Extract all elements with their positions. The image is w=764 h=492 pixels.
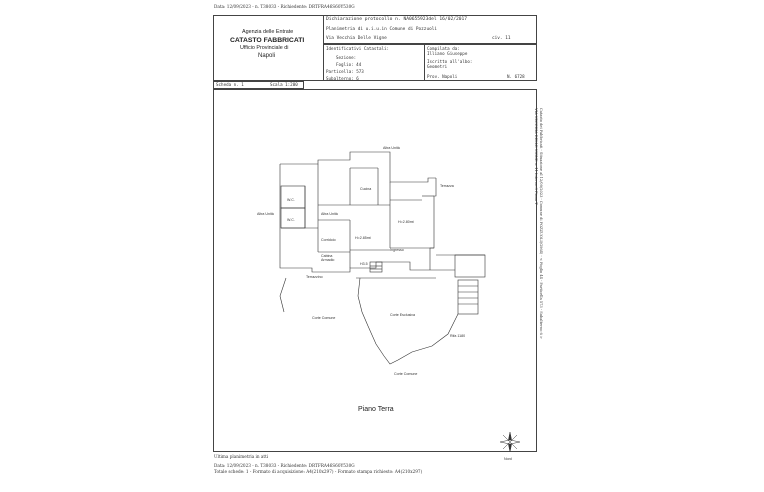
label-corridoio: Corridoio — [321, 238, 336, 242]
register-value: Geometri — [427, 64, 448, 69]
label-height-3: H3.5 — [360, 262, 368, 266]
address-text: Via Vecchia Delle Vigne — [326, 36, 387, 41]
scheda-box — [213, 81, 304, 89]
declaration-box — [323, 15, 537, 44]
scale-value: Scala 1:200 — [270, 82, 298, 87]
agency-line-4: Napoli — [258, 53, 276, 59]
particella-field: Particella: 573 — [326, 69, 364, 74]
compiler-label: Compilata da: — [427, 46, 460, 51]
north-arrow — [499, 431, 521, 453]
side-text-1: Catasto dei Fabbricati - Situazione al 1… — [539, 108, 543, 339]
last-plan-note: Ultima planimetria in atti — [214, 454, 269, 459]
label-corte-comune: Corte Comune — [312, 316, 336, 320]
label-corte-comune-bottom: Corte Comune — [394, 372, 418, 376]
label-terrazzino: Terrazzino — [306, 275, 323, 279]
province-field: Prov. Napoli — [427, 74, 458, 79]
foglio-field: Foglio: 44 — [336, 62, 362, 67]
footer-line-1: Data: 12/09/2023 - n. T38033 - Richieden… — [214, 463, 355, 468]
label-corte-esclusiva: Corte Esclusiva — [390, 313, 415, 317]
agency-line-3: Ufficio Provinciale di — [240, 45, 289, 51]
label-cucina: Cucina — [360, 187, 372, 191]
register-number: N. 6728 — [507, 74, 525, 79]
declaration-text: Dichiarazione protocollo n. NA0655923del… — [326, 17, 468, 22]
register-label: Iscritto all'albo: — [427, 59, 473, 64]
label-ingresso: Ingresso — [390, 248, 404, 252]
compiler-name: Illiano Giuseppe — [427, 51, 468, 56]
label-rifa: Rifa 1180 — [450, 334, 466, 338]
agency-line-1: Agenzia delle Entrate — [242, 29, 294, 35]
label-altra-unita-left: Altra Unità — [257, 212, 274, 216]
label-wc-2: W.C. — [287, 218, 295, 222]
footer-line-2: Totale schede: 1 - Formato di acquisizio… — [214, 469, 423, 474]
compiler-box — [424, 44, 537, 81]
identifiers-title: Identificativi Catastali: — [326, 46, 390, 51]
agency-line-2: CATASTO FABBRICATI — [230, 37, 305, 44]
floor-label: Piano Terra — [358, 406, 394, 413]
floor-plan-drawing — [279, 151, 521, 453]
civic-number: civ. 11 — [492, 36, 511, 41]
planimetry-text: Planimetria di u.i.u.in Comune di Pozzuo… — [326, 27, 438, 32]
north-label: Nord — [504, 457, 512, 461]
subalterno-field: Subalterno: 6 — [326, 76, 359, 81]
label-cabina-armadio: Cabina Armadio — [321, 254, 335, 262]
scheda-number: Scheda n. 1 — [216, 82, 244, 87]
side-text-2: VIA VECCHIA DELLE VIGNE n. 11 Interno 3 … — [534, 108, 538, 205]
label-wc-1: W.C. — [287, 198, 295, 202]
label-altra-unita-top: Altra Unità — [383, 146, 400, 150]
sezione-field: Sezione: — [336, 55, 357, 60]
label-height-2: H=2.85mt — [355, 236, 371, 240]
top-request-line: Data: 12/09/2023 - n. T38033 - Richieden… — [214, 4, 355, 9]
cadastral-document: Data: 12/09/2023 - n. T38033 - Richieden… — [200, 0, 548, 492]
label-height-1: H=2.80mt — [398, 220, 414, 224]
drawing-frame — [213, 89, 537, 452]
label-altra-unita-mid: Altra Unità — [321, 212, 338, 216]
label-terrazza: Terrazza — [440, 184, 454, 188]
